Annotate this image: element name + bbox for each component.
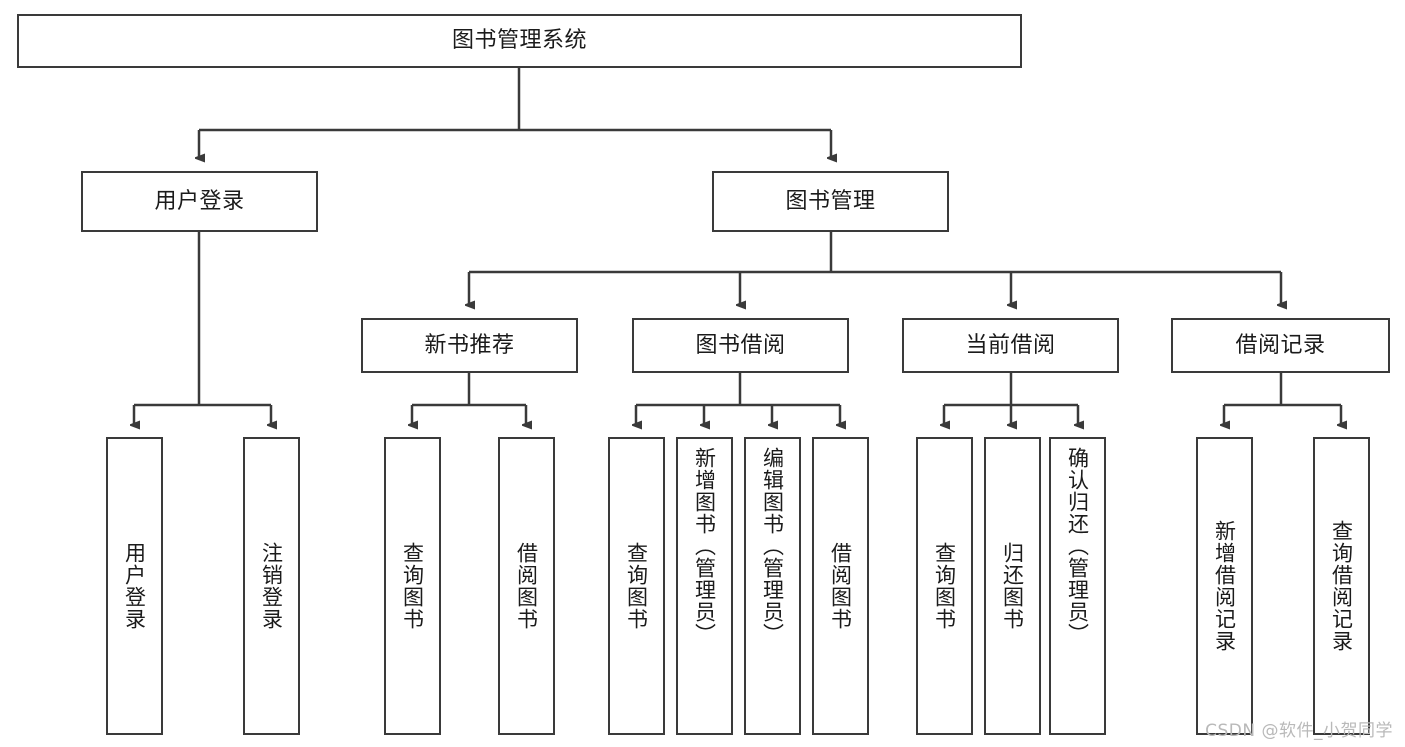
node-leaf-borrow-book-1[interactable]: 借阅图书: [498, 437, 555, 735]
node-root-system[interactable]: 图书管理系统: [17, 14, 1022, 68]
node-label: 归还图书: [1000, 542, 1025, 630]
node-new-book-recommend[interactable]: 新书推荐: [361, 318, 578, 373]
node-label: 查询图书: [400, 542, 425, 630]
node-label: 查询图书: [624, 542, 649, 630]
node-user-login[interactable]: 用户登录: [81, 171, 318, 232]
node-label: 借阅图书: [828, 542, 853, 630]
node-label: 编辑图书（管理员）: [760, 447, 785, 645]
node-leaf-query-book-3[interactable]: 查询图书: [916, 437, 973, 735]
node-leaf-query-borrow-record[interactable]: 查询借阅记录: [1313, 437, 1370, 735]
node-label: 借阅图书: [514, 542, 539, 630]
node-leaf-query-book-1[interactable]: 查询图书: [384, 437, 441, 735]
node-label: 确认归还（管理员）: [1065, 447, 1090, 645]
node-label: 查询借阅记录: [1329, 520, 1354, 652]
node-label: 用户登录: [122, 542, 147, 630]
watermark-text: CSDN @软件_小贺同学: [1205, 721, 1393, 741]
node-label: 借阅记录: [1235, 332, 1326, 358]
node-leaf-query-book-2[interactable]: 查询图书: [608, 437, 665, 735]
node-label: 用户登录: [154, 188, 245, 214]
node-book-borrow[interactable]: 图书借阅: [632, 318, 849, 373]
node-label: 图书管理: [785, 188, 876, 214]
node-label: 图书管理系统: [451, 28, 587, 54]
node-leaf-add-borrow-record[interactable]: 新增借阅记录: [1196, 437, 1253, 735]
node-leaf-add-book[interactable]: 新增图书（管理员）: [676, 437, 733, 735]
node-label: 注销登录: [259, 542, 284, 630]
node-label: 查询图书: [932, 542, 957, 630]
node-label: 新增借阅记录: [1212, 520, 1237, 652]
node-leaf-logout-login[interactable]: 注销登录: [243, 437, 300, 735]
node-label: 当前借阅: [965, 332, 1056, 358]
node-leaf-user-login[interactable]: 用户登录: [106, 437, 163, 735]
node-leaf-confirm-return[interactable]: 确认归还（管理员）: [1049, 437, 1106, 735]
node-current-borrow[interactable]: 当前借阅: [902, 318, 1119, 373]
node-leaf-edit-book[interactable]: 编辑图书（管理员）: [744, 437, 801, 735]
node-label: 图书借阅: [695, 332, 786, 358]
node-leaf-return-book[interactable]: 归还图书: [984, 437, 1041, 735]
node-label: 新增图书（管理员）: [692, 447, 717, 645]
node-label: 新书推荐: [424, 332, 515, 358]
node-leaf-borrow-book-2[interactable]: 借阅图书: [812, 437, 869, 735]
node-book-management[interactable]: 图书管理: [712, 171, 949, 232]
node-borrow-record[interactable]: 借阅记录: [1171, 318, 1390, 373]
